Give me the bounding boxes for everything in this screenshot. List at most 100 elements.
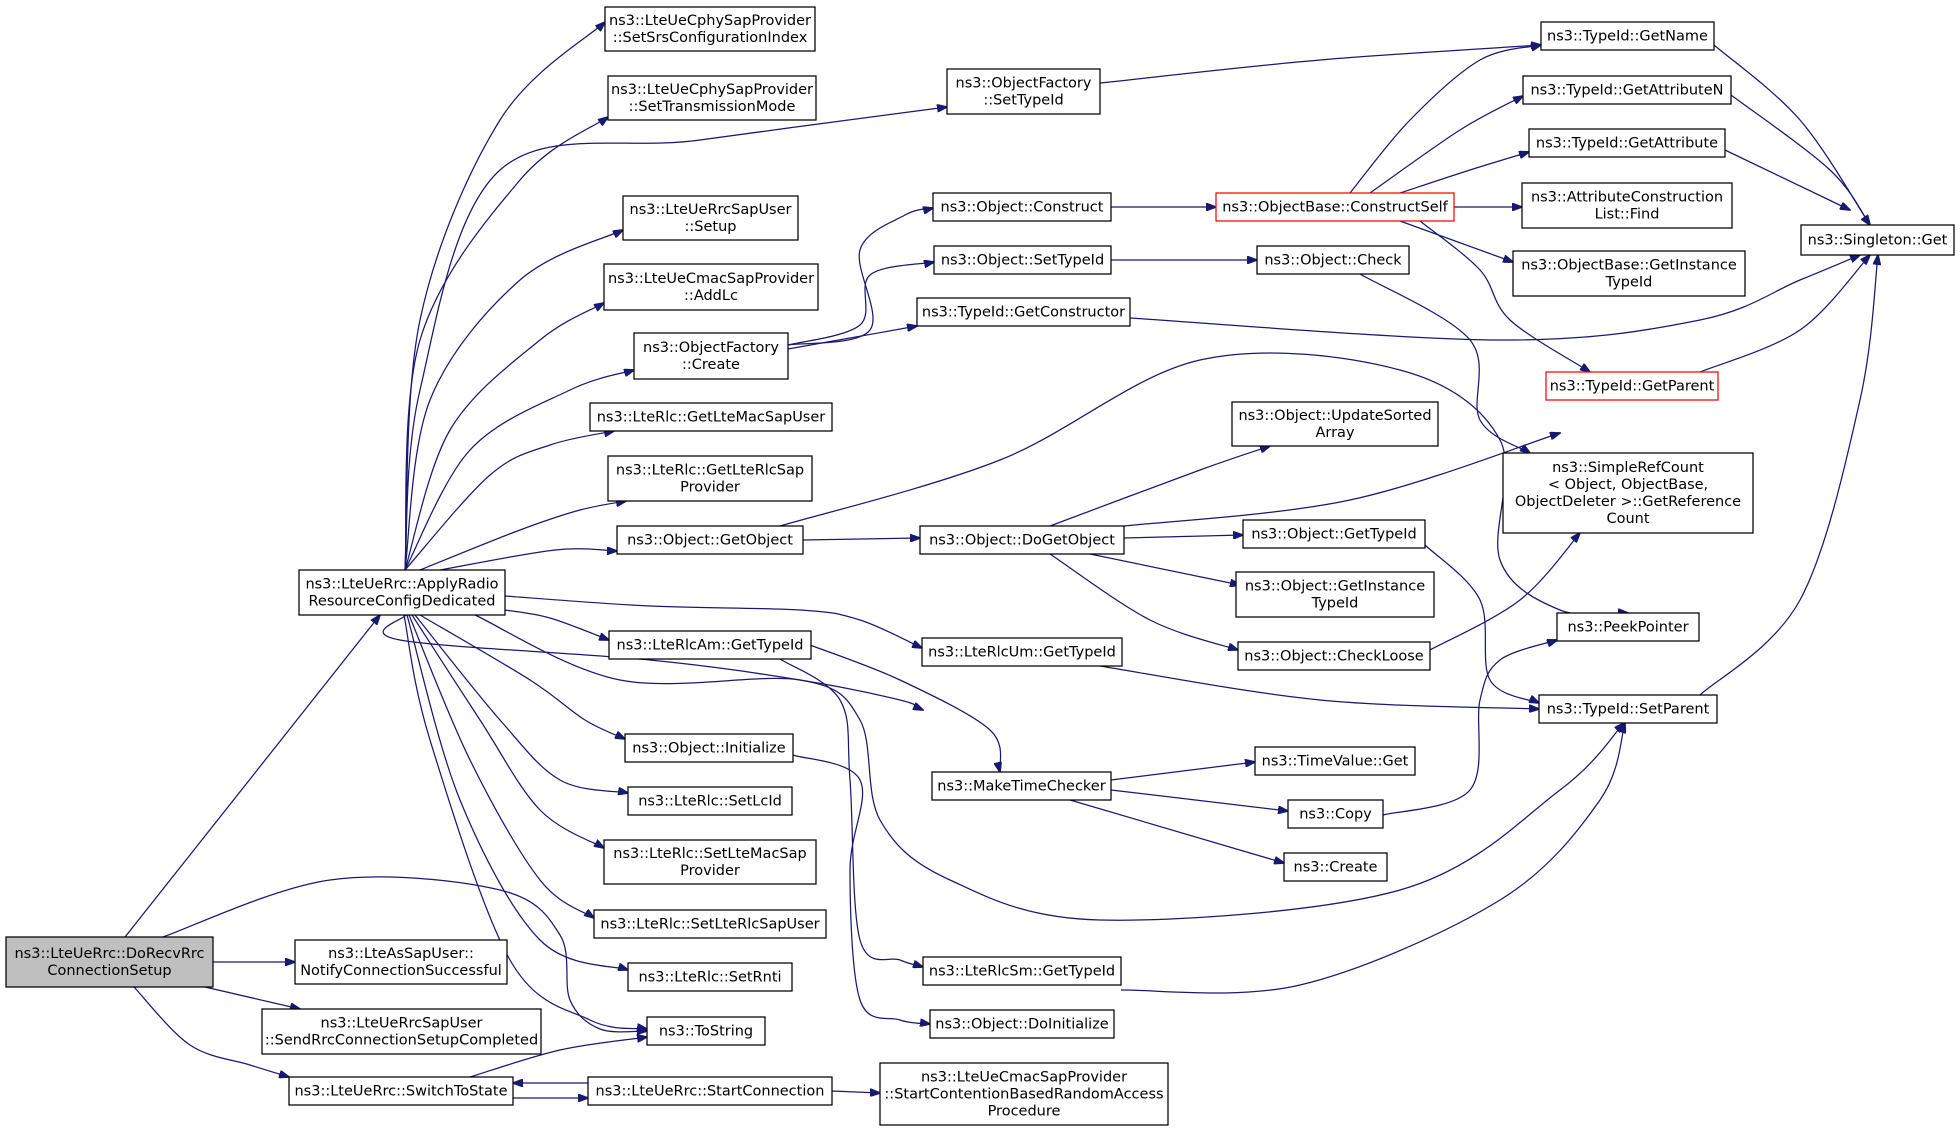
node-setlcid[interactable]: ns3::LteRlc::SetLcId <box>627 786 793 816</box>
node-setparent[interactable]: ns3::TypeId::SetParent <box>1538 694 1718 724</box>
node-getname[interactable]: ns3::TypeId::GetName <box>1540 21 1715 51</box>
node-box[interactable] <box>1540 21 1715 51</box>
node-singleton[interactable]: ns3::Singleton::Get <box>1800 224 1955 256</box>
node-box[interactable] <box>931 771 1112 801</box>
node-box[interactable] <box>294 939 508 985</box>
node-objgettypeid[interactable]: ns3::Object::GetTypeId <box>1242 519 1426 549</box>
node-getattr[interactable]: ns3::TypeId::GetAttribute <box>1528 128 1726 158</box>
node-getparent[interactable]: ns3::TypeId::GetParent <box>1545 371 1719 401</box>
node-box[interactable] <box>589 402 833 432</box>
node-box[interactable] <box>1215 192 1455 222</box>
node-peek[interactable]: ns3::PeekPointer <box>1556 612 1700 642</box>
node-box[interactable] <box>261 1008 542 1055</box>
node-box[interactable] <box>1254 746 1416 776</box>
node-getconstructor[interactable]: ns3::TypeId::GetConstructor <box>916 297 1131 327</box>
node-txmode[interactable]: ns3::LteUeCphySapProvider::SetTransmissi… <box>607 75 817 121</box>
node-box[interactable] <box>1256 245 1410 275</box>
node-box[interactable] <box>1231 401 1439 447</box>
node-getobject[interactable]: ns3::Object::GetObject <box>616 525 804 555</box>
node-box[interactable] <box>1502 452 1754 534</box>
node-notify[interactable]: ns3::LteAsSapUser::NotifyConnectionSucce… <box>294 939 508 985</box>
node-box[interactable] <box>916 297 1131 327</box>
node-box[interactable] <box>5 936 214 988</box>
node-rlcum[interactable]: ns3::LteRlcUm::GetTypeId <box>921 637 1123 667</box>
node-box[interactable] <box>603 263 819 311</box>
node-box[interactable] <box>604 6 816 52</box>
node-box[interactable] <box>932 192 1112 222</box>
node-box[interactable] <box>298 569 506 616</box>
node-switch[interactable]: ns3::LteUeRrc::SwitchToState <box>288 1076 514 1106</box>
node-box[interactable] <box>622 195 799 241</box>
node-box[interactable] <box>1235 571 1435 618</box>
node-box[interactable] <box>1800 224 1955 256</box>
node-box[interactable] <box>929 1009 1115 1039</box>
node-simpleref[interactable]: ns3::SimpleRefCount< Object, ObjectBase,… <box>1502 452 1754 534</box>
node-copy[interactable]: ns3::Copy <box>1287 799 1384 829</box>
node-setrnti[interactable]: ns3::LteRlc::SetRnti <box>627 962 793 992</box>
node-objinit[interactable]: ns3::Object::Initialize <box>624 733 794 763</box>
node-box[interactable] <box>1237 641 1431 671</box>
node-create[interactable]: ns3::Create <box>1283 852 1388 882</box>
node-doinit[interactable]: ns3::Object::DoInitialize <box>929 1009 1115 1039</box>
node-checkloose[interactable]: ns3::Object::CheckLoose <box>1237 641 1431 671</box>
node-box[interactable] <box>1283 852 1388 882</box>
node-construct[interactable]: ns3::Object::Construct <box>932 192 1112 222</box>
node-box[interactable] <box>593 909 827 939</box>
node-rlcsm[interactable]: ns3::LteRlcSm::GetTypeId <box>922 956 1122 986</box>
node-box[interactable] <box>587 1076 833 1106</box>
node-maketime[interactable]: ns3::MakeTimeChecker <box>931 771 1112 801</box>
node-setlterlc[interactable]: ns3::LteRlc::SetLteRlcSapUser <box>593 909 827 939</box>
node-rlcam[interactable]: ns3::LteRlcAm::GetTypeId <box>608 630 812 660</box>
node-box[interactable] <box>1287 799 1384 829</box>
node-box[interactable] <box>1556 612 1700 642</box>
node-box[interactable] <box>922 956 1122 986</box>
node-constructself[interactable]: ns3::ObjectBase::ConstructSelf <box>1215 192 1455 222</box>
node-box[interactable] <box>1521 182 1733 229</box>
node-addlc[interactable]: ns3::LteUeCmacSapProvider::AddLc <box>603 263 819 311</box>
node-box[interactable] <box>1528 128 1726 158</box>
node-dogetobject[interactable]: ns3::Object::DoGetObject <box>919 525 1125 555</box>
node-box[interactable] <box>607 75 817 121</box>
node-sendrrc[interactable]: ns3::LteUeRrcSapUser::SendRrcConnectionS… <box>261 1008 542 1055</box>
node-box[interactable] <box>1512 250 1746 297</box>
node-box[interactable] <box>633 332 789 380</box>
node-ofcreate[interactable]: ns3::ObjectFactory::Create <box>633 332 789 380</box>
node-box[interactable] <box>946 68 1101 115</box>
node-apply[interactable]: ns3::LteUeRrc::ApplyRadioResourceConfigD… <box>298 569 506 616</box>
node-box[interactable] <box>1242 519 1426 549</box>
node-getattrn[interactable]: ns3::TypeId::GetAttributeN <box>1522 75 1732 105</box>
node-timevalue[interactable]: ns3::TimeValue::Get <box>1254 746 1416 776</box>
node-objsettypeid[interactable]: ns3::Object::SetTypeId <box>933 245 1112 275</box>
node-rrcsetup[interactable]: ns3::LteUeRrcSapUser::Setup <box>622 195 799 241</box>
node-box[interactable] <box>919 525 1125 555</box>
node-box[interactable] <box>627 786 793 816</box>
node-getltemac[interactable]: ns3::LteRlc::GetLteMacSapUser <box>589 402 833 432</box>
node-box[interactable] <box>603 839 817 885</box>
node-startconn[interactable]: ns3::LteUeRrc::StartConnection <box>587 1076 833 1106</box>
node-srs[interactable]: ns3::LteUeCphySapProvider::SetSrsConfigu… <box>604 6 816 52</box>
node-box[interactable] <box>1538 694 1718 724</box>
node-box[interactable] <box>933 245 1112 275</box>
node-box[interactable] <box>607 455 813 502</box>
node-box[interactable] <box>879 1062 1169 1126</box>
node-box[interactable] <box>1545 371 1719 401</box>
node-box[interactable] <box>646 1016 766 1046</box>
node-box[interactable] <box>616 525 804 555</box>
node-cmacstart[interactable]: ns3::LteUeCmacSapProvider::StartContenti… <box>879 1062 1169 1126</box>
node-check[interactable]: ns3::Object::Check <box>1256 245 1410 275</box>
node-tostring[interactable]: ns3::ToString <box>646 1016 766 1046</box>
node-box[interactable] <box>288 1076 514 1106</box>
node-box[interactable] <box>608 630 812 660</box>
node-box[interactable] <box>1522 75 1732 105</box>
node-box[interactable] <box>627 962 793 992</box>
node-box[interactable] <box>624 733 794 763</box>
node-ofsettypeid[interactable]: ns3::ObjectFactory::SetTypeId <box>946 68 1101 115</box>
node-box[interactable] <box>921 637 1123 667</box>
